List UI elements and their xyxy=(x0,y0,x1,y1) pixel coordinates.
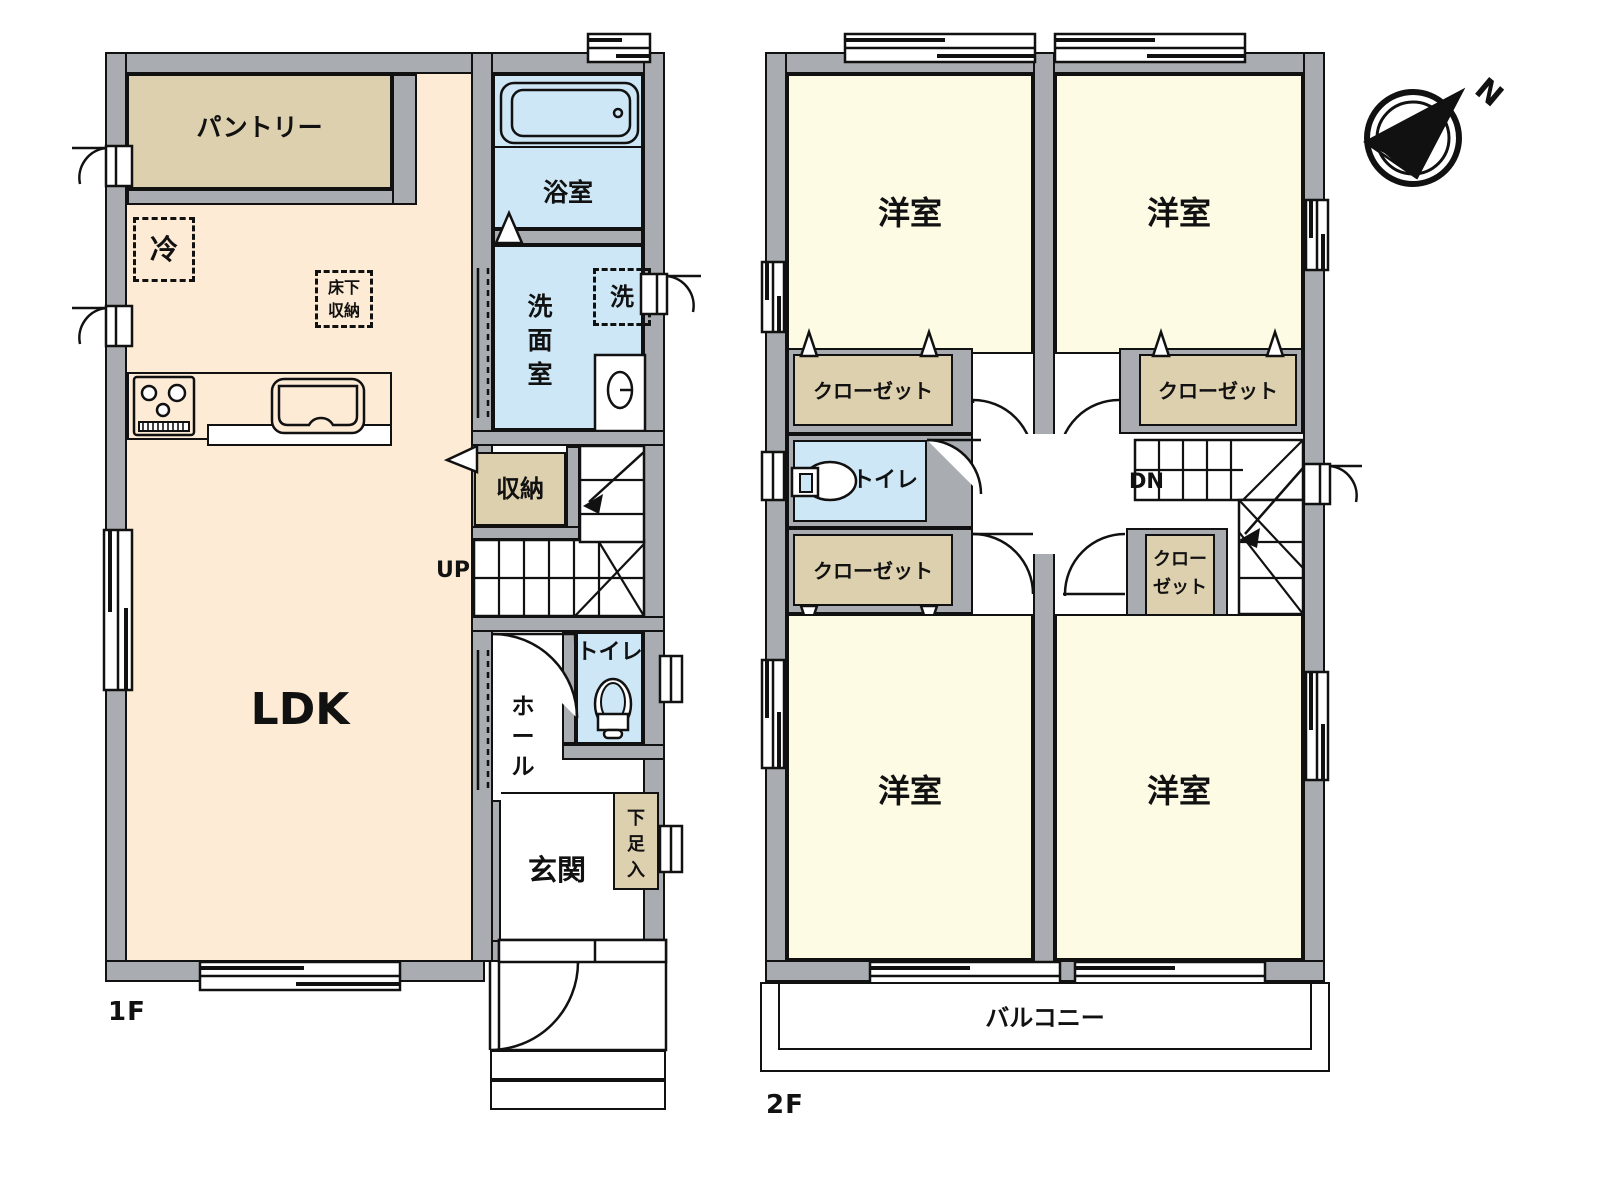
window-1f-left-mid xyxy=(72,304,134,348)
room-shoebox xyxy=(613,792,659,890)
window-2f-top-left xyxy=(843,32,1037,64)
underfloor-storage-slot xyxy=(315,270,373,328)
room-ldk-upper xyxy=(417,74,471,205)
window-1f-entrance-right xyxy=(658,824,684,874)
window-2f-toilet-left xyxy=(760,450,786,502)
floor-1f-label: 1F xyxy=(108,997,146,1027)
front-door-icon xyxy=(488,938,668,1052)
wall-bath-bottom xyxy=(493,229,643,245)
sliding-door-hall xyxy=(476,650,490,790)
sink-icon xyxy=(270,377,366,435)
balcony-inner xyxy=(778,982,1312,1050)
entrance-step-line xyxy=(501,792,613,794)
window-1f-washroom-right xyxy=(639,272,701,316)
window-1f-bath-top xyxy=(586,32,652,64)
toilet-2f-fixture-icon xyxy=(790,460,858,502)
vanity-icon xyxy=(593,353,647,433)
door-bedroom-bottom-left-icon xyxy=(972,532,1035,595)
window-2f-stairs-right xyxy=(1302,462,1362,506)
compass-north-letter: N xyxy=(1468,71,1510,114)
entrance-step-2 xyxy=(490,1080,666,1110)
room-pantry xyxy=(127,74,392,189)
closet-tl-door-arrows-icon xyxy=(799,328,939,358)
closet-bottom-left xyxy=(793,534,953,606)
floor-2f-label: 2F xyxy=(766,1090,804,1120)
room-bedroom-bottom-left xyxy=(787,614,1033,960)
wall-washroom-bottom xyxy=(471,430,665,446)
door-toilet-2f-icon xyxy=(926,438,983,495)
wall-2f-outer-left xyxy=(765,52,787,982)
closet-top-right xyxy=(1139,354,1297,426)
window-2f-right-bottom xyxy=(1304,670,1330,782)
window-2f-left-bottom xyxy=(760,658,786,770)
closet-tr-door-arrows-icon xyxy=(1151,328,1285,358)
window-1f-bottom-slider xyxy=(198,960,402,992)
window-2f-right-top xyxy=(1304,198,1330,272)
room-bedroom-top-left xyxy=(787,74,1033,354)
stairs-down-icon xyxy=(1133,438,1305,616)
door-bedroom-bottom-right-icon xyxy=(1063,532,1126,596)
storage-open-arrow-icon xyxy=(443,444,479,474)
entrance-step-1 xyxy=(490,1050,666,1080)
stairs-up-icon xyxy=(472,444,646,618)
sliding-door-washroom xyxy=(476,268,490,418)
window-1f-toilet-right xyxy=(658,654,684,704)
wall-toilet-bottom xyxy=(562,744,665,760)
compass-rose: N xyxy=(1345,60,1515,210)
door-hall-icon xyxy=(492,632,579,719)
wall-stairs-bottom xyxy=(471,616,665,632)
window-1f-left-top xyxy=(72,144,134,188)
toilet-1f-fixture-icon xyxy=(593,677,633,740)
window-2f-left-top xyxy=(760,260,786,334)
room-ldk-main xyxy=(127,205,471,960)
wall-pantry-right xyxy=(392,74,417,205)
room-entrance xyxy=(501,790,613,940)
wall-2f-outer-right xyxy=(1303,52,1325,982)
window-1f-left-slider xyxy=(102,528,134,692)
room-bedroom-bottom-right xyxy=(1055,614,1303,960)
bathtub-icon xyxy=(499,81,640,145)
closet-bottom-right xyxy=(1145,534,1215,622)
room-storage xyxy=(474,452,566,526)
stove-icon xyxy=(132,375,196,437)
closet-top-left xyxy=(793,354,953,426)
bath-divider xyxy=(493,146,643,148)
door-bath-icon xyxy=(494,209,524,245)
refrigerator-slot xyxy=(133,217,195,282)
window-2f-top-right xyxy=(1053,32,1247,64)
room-bedroom-top-right xyxy=(1055,74,1303,354)
